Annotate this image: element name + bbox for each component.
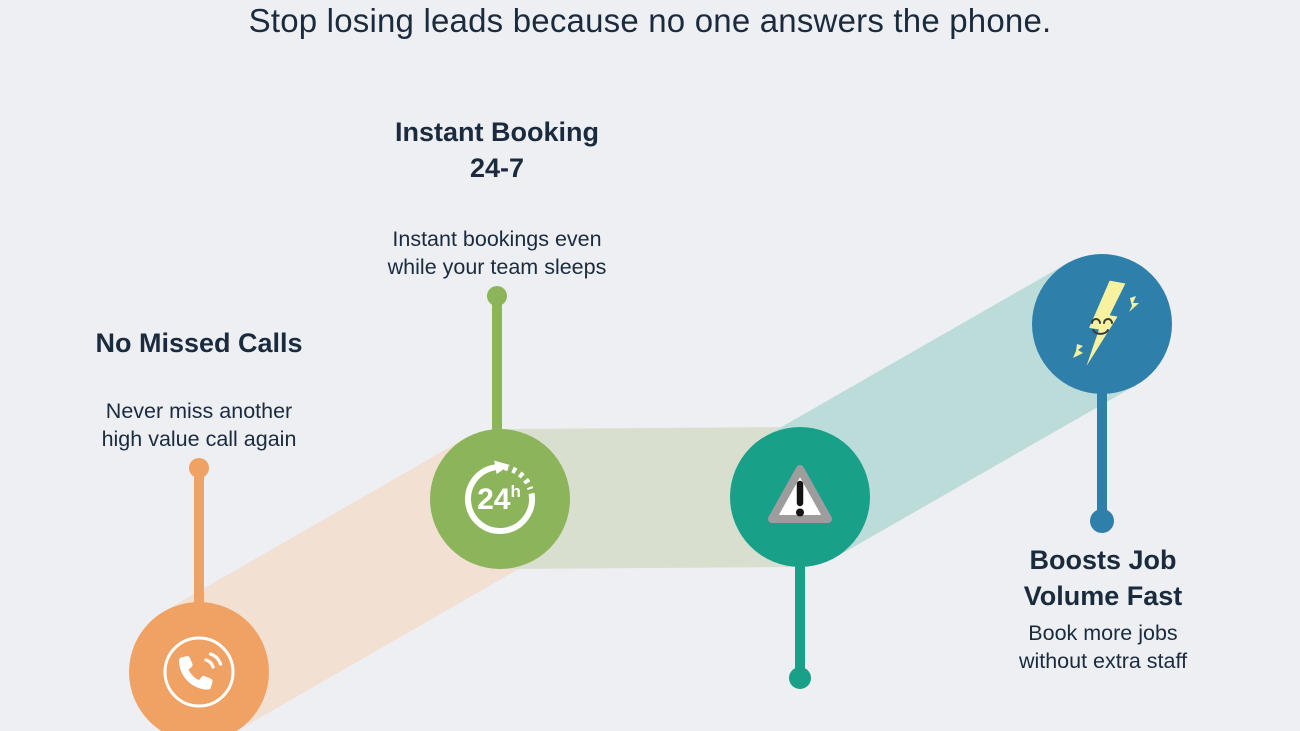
lightning-spark-right: [1129, 296, 1139, 312]
node-heading-instant-booking: Instant Booking 24-7: [395, 117, 599, 183]
node-circle-instant-booking: [430, 429, 570, 569]
lightning-bolt-body: [1086, 280, 1126, 366]
node-description-instant-booking: Instant bookings even while your team sl…: [387, 227, 607, 279]
bolt-face-eye-right: [1103, 318, 1113, 324]
clock-24h-label: 24h: [477, 482, 521, 516]
phone-wave-outer: [208, 652, 223, 666]
phone-icon-ring: [163, 636, 235, 708]
node-heading-boosts-job-volume: Boosts Job Volume Fast: [1023, 545, 1183, 611]
warning-triangle-icon: [768, 465, 832, 523]
connector-dot-instant-booking: [487, 286, 507, 306]
clock-arc-dashed: [503, 464, 534, 491]
phone-handset: [179, 655, 213, 690]
clock-arc-solid: [465, 464, 535, 534]
24h-clock-icon: 24h: [465, 460, 535, 534]
page-title: Stop losing leads because no one answers…: [248, 2, 1052, 39]
node-heading-no-missed-calls: No Missed Calls: [95, 328, 303, 358]
node-description-no-missed-calls: Never miss another high value call again: [101, 399, 297, 451]
connector-dot-boosts-job-volume: [1090, 509, 1114, 533]
bolt-face-eye-left: [1091, 318, 1101, 324]
lightning-bolt-icon: [1073, 280, 1139, 366]
phone-call-icon: [163, 636, 235, 708]
lightning-spark-left: [1073, 344, 1083, 358]
clock-arrowhead: [494, 460, 510, 474]
phone-wave-inner: [204, 658, 215, 669]
warning-exclamation-dot: [796, 508, 804, 517]
bolt-face-smile: [1092, 329, 1109, 335]
connector-dot-no-missed-calls: [189, 458, 209, 478]
node-description-boosts-job-volume: Book more jobs without extra staff: [1018, 621, 1188, 673]
connector-dot-warning: [789, 667, 811, 689]
node-circle-no-missed-calls: [129, 602, 269, 731]
